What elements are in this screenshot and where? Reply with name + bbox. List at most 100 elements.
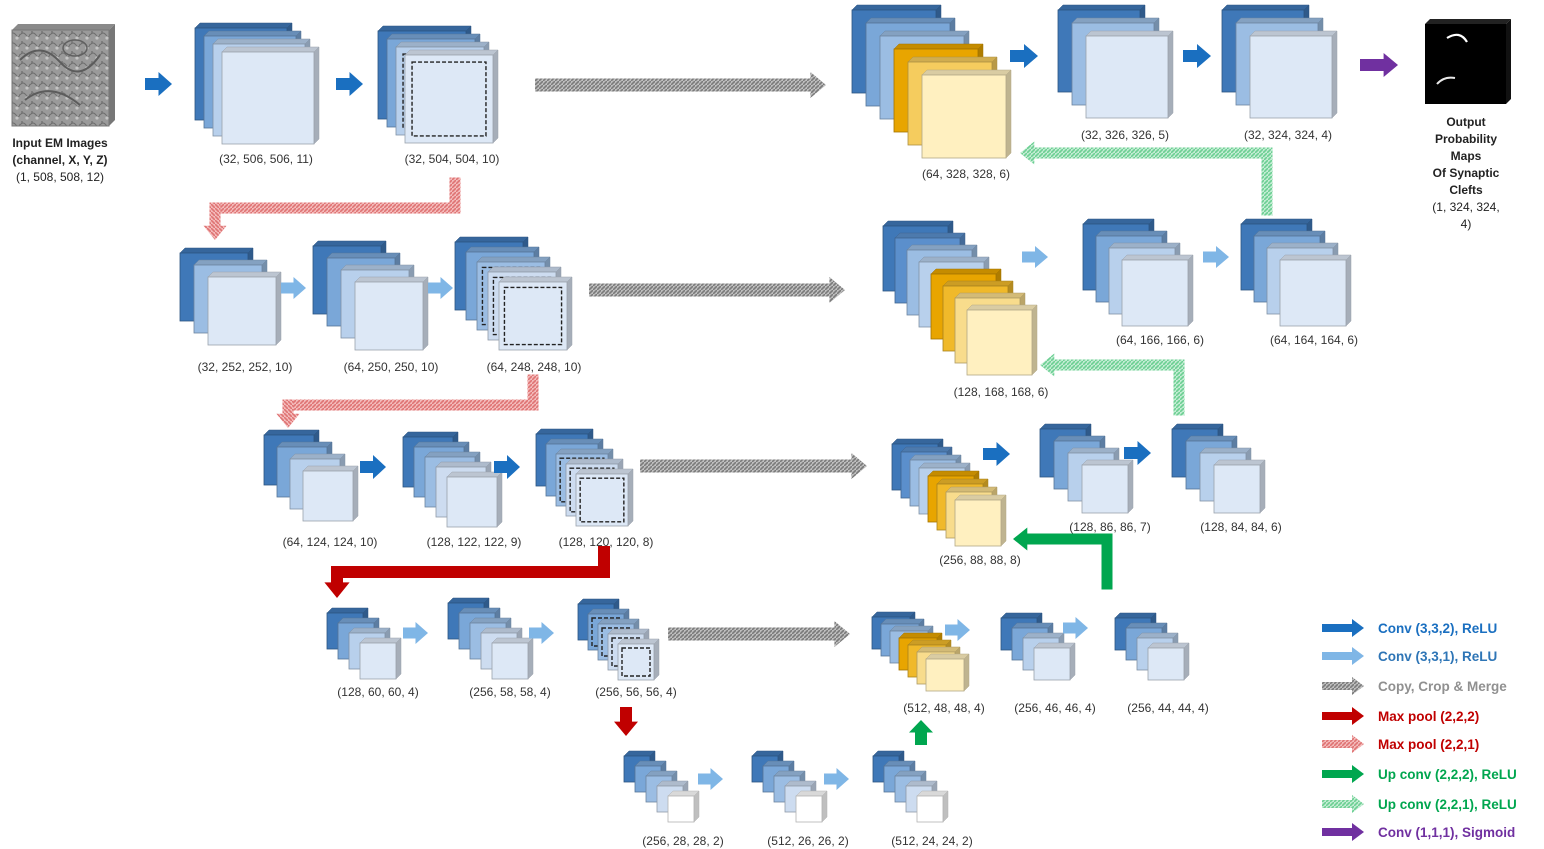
feature-block-e2b — [312, 240, 429, 351]
feature-block-e4b — [447, 597, 534, 680]
conv332-arrow-d3m — [983, 442, 1010, 466]
feature-block-e1a — [194, 22, 320, 145]
legend-label-maxpool221: Max pool (2,2,1) — [1378, 736, 1480, 752]
legend-arrow-copy-crop-merge — [1322, 677, 1364, 695]
feature-block-d4b — [1114, 612, 1190, 681]
shape-label-e3a: (64, 124, 124, 10) — [282, 535, 378, 549]
shape-label-d2a: (64, 166, 166, 6) — [1115, 333, 1205, 347]
legend-label-upconv222: Up conv (2,2,2), ReLU — [1378, 766, 1517, 782]
shape-label-d4a: (256, 46, 46, 4) — [1014, 701, 1096, 715]
feature-block-e4a — [326, 607, 402, 680]
legend-item-maxpool222: Max pool (2,2,2) — [1322, 705, 1479, 727]
shape-label-b3: (512, 24, 24, 2) — [891, 834, 973, 848]
conv331-arrow-d4a — [1063, 617, 1088, 639]
legend-item-conv111: Conv (1,1,1), Sigmoid — [1322, 821, 1515, 843]
feature-block-d2m — [882, 220, 1038, 376]
feature-block-e3a — [263, 429, 359, 522]
feature-block-d3m — [891, 438, 1007, 547]
conv332-arrow-e3a — [360, 455, 386, 479]
shape-label-e3b: (128, 122, 122, 9) — [426, 535, 522, 549]
conv331-arrow-d2a — [1203, 246, 1229, 268]
conv332-arrow-e3b — [494, 455, 520, 479]
feature-block-d4a — [1000, 612, 1076, 681]
input-caption: Input EM Images (channel, X, Y, Z) (1, 5… — [12, 135, 107, 186]
legend-label-upconv221: Up conv (2,2,1), ReLU — [1378, 796, 1517, 812]
feature-block-e3b — [402, 431, 503, 528]
copy-arrow-level3 — [640, 453, 867, 479]
shape-label-b2: (512, 26, 26, 2) — [767, 834, 849, 848]
shape-label-d1b: (32, 324, 324, 4) — [1243, 128, 1333, 142]
conv332-arrow-input — [145, 72, 172, 96]
feature-block-e1b — [377, 25, 499, 144]
conv331-arrow-e4a — [403, 622, 428, 644]
legend-item-conv332: Conv (3,3,2), ReLU — [1322, 617, 1497, 639]
shape-label-e2b: (64, 250, 250, 10) — [343, 360, 439, 374]
maxpool222-arrow-1 — [324, 546, 610, 598]
feature-block-e3c — [535, 428, 634, 527]
shape-label-e1a: (32, 506, 506, 11) — [219, 152, 313, 166]
legend-arrow-conv331 — [1322, 647, 1364, 665]
feature-block-e2c — [454, 236, 573, 351]
feature-block-d2a — [1082, 218, 1194, 327]
upconv221-arrow-2 — [1020, 141, 1273, 216]
conv332-arrow-d1m — [1010, 44, 1038, 68]
shape-label-e2a: (32, 252, 252, 10) — [197, 360, 293, 374]
legend-label-maxpool222: Max pool (2,2,2) — [1378, 708, 1480, 724]
conv332-arrow-d3a — [1124, 441, 1151, 465]
conv331-arrow-e2b — [428, 277, 453, 299]
input-title-line2: (channel, X, Y, Z) — [12, 153, 108, 167]
legend-arrow-maxpool221 — [1322, 735, 1364, 753]
shape-label-e4b: (256, 58, 58, 4) — [469, 685, 551, 699]
shape-label-d2b: (64, 164, 164, 6) — [1269, 333, 1359, 347]
copy-arrow-level4 — [668, 621, 850, 647]
shape-label-d4b: (256, 44, 44, 4) — [1127, 701, 1209, 715]
legend-item-upconv221: Up conv (2,2,1), ReLU — [1322, 793, 1517, 815]
output-caption: Output Probability Maps Of Synaptic Clef… — [1427, 114, 1505, 233]
conv332-arrow-e1 — [336, 72, 363, 96]
maxpool221-arrow-1 — [203, 177, 461, 240]
shape-label-d4m: (512, 48, 48, 4) — [903, 701, 985, 715]
conv331-arrow-b1 — [698, 768, 723, 790]
output-shape: (1, 324, 324, 4) — [1432, 200, 1500, 231]
shape-label-d2m: (128, 168, 168, 6) — [953, 385, 1049, 399]
output-title-line2: Of Synaptic Clefts — [1432, 166, 1500, 197]
maxpool221-arrow-2 — [276, 374, 539, 428]
conv111-arrow-output — [1360, 53, 1398, 77]
legend-item-copy-crop-merge: Copy, Crop & Merge — [1322, 675, 1507, 697]
shape-label-d3m: (256, 88, 88, 8) — [939, 553, 1021, 567]
feature-block-d1m — [851, 4, 1012, 159]
legend-item-maxpool221: Max pool (2,2,1) — [1322, 733, 1479, 755]
conv331-arrow-b2 — [824, 768, 849, 790]
upconv222-arrow-3 — [1013, 527, 1113, 590]
feature-block-d1b — [1221, 4, 1338, 119]
legend-arrow-upconv221 — [1322, 795, 1364, 813]
legend-arrow-upconv222 — [1322, 765, 1364, 783]
feature-block-d3b — [1171, 423, 1266, 514]
copy-arrow-level2 — [589, 277, 845, 303]
legend-arrow-conv332 — [1322, 619, 1364, 637]
feature-block-d4m — [871, 611, 970, 692]
legend-label-conv111: Conv (1,1,1), Sigmoid — [1378, 824, 1516, 840]
feature-block-d2b — [1240, 218, 1352, 327]
shape-label-b1: (256, 28, 28, 2) — [642, 834, 724, 848]
shape-label-e2c: (64, 248, 248, 10) — [486, 360, 582, 374]
feature-block-b3 — [872, 750, 949, 823]
shape-label-d3b: (128, 84, 84, 6) — [1200, 520, 1282, 534]
conv331-arrow-e2a — [281, 277, 306, 299]
shape-label-e1b: (32, 504, 504, 10) — [404, 152, 500, 166]
shape-label-d3a: (128, 86, 86, 7) — [1069, 520, 1151, 534]
conv332-arrow-d1a — [1183, 44, 1211, 68]
input-em-image — [11, 24, 115, 127]
conv331-arrow-d4m — [945, 619, 970, 641]
shape-label-e3c: (128, 120, 120, 8) — [558, 535, 654, 549]
legend-arrow-conv111 — [1322, 823, 1364, 841]
legend-item-conv331: Conv (3,3,1), ReLU — [1322, 645, 1497, 667]
feature-block-d3a — [1039, 423, 1134, 514]
feature-block-e4c — [577, 598, 660, 681]
input-title-line1: Input EM Images — [12, 136, 108, 150]
input-shape: (1, 508, 508, 12) — [15, 170, 105, 184]
legend-item-upconv222: Up conv (2,2,2), ReLU — [1322, 763, 1517, 785]
shape-label-d1m: (64, 328, 328, 6) — [921, 167, 1011, 181]
feature-block-e2a — [179, 247, 282, 346]
